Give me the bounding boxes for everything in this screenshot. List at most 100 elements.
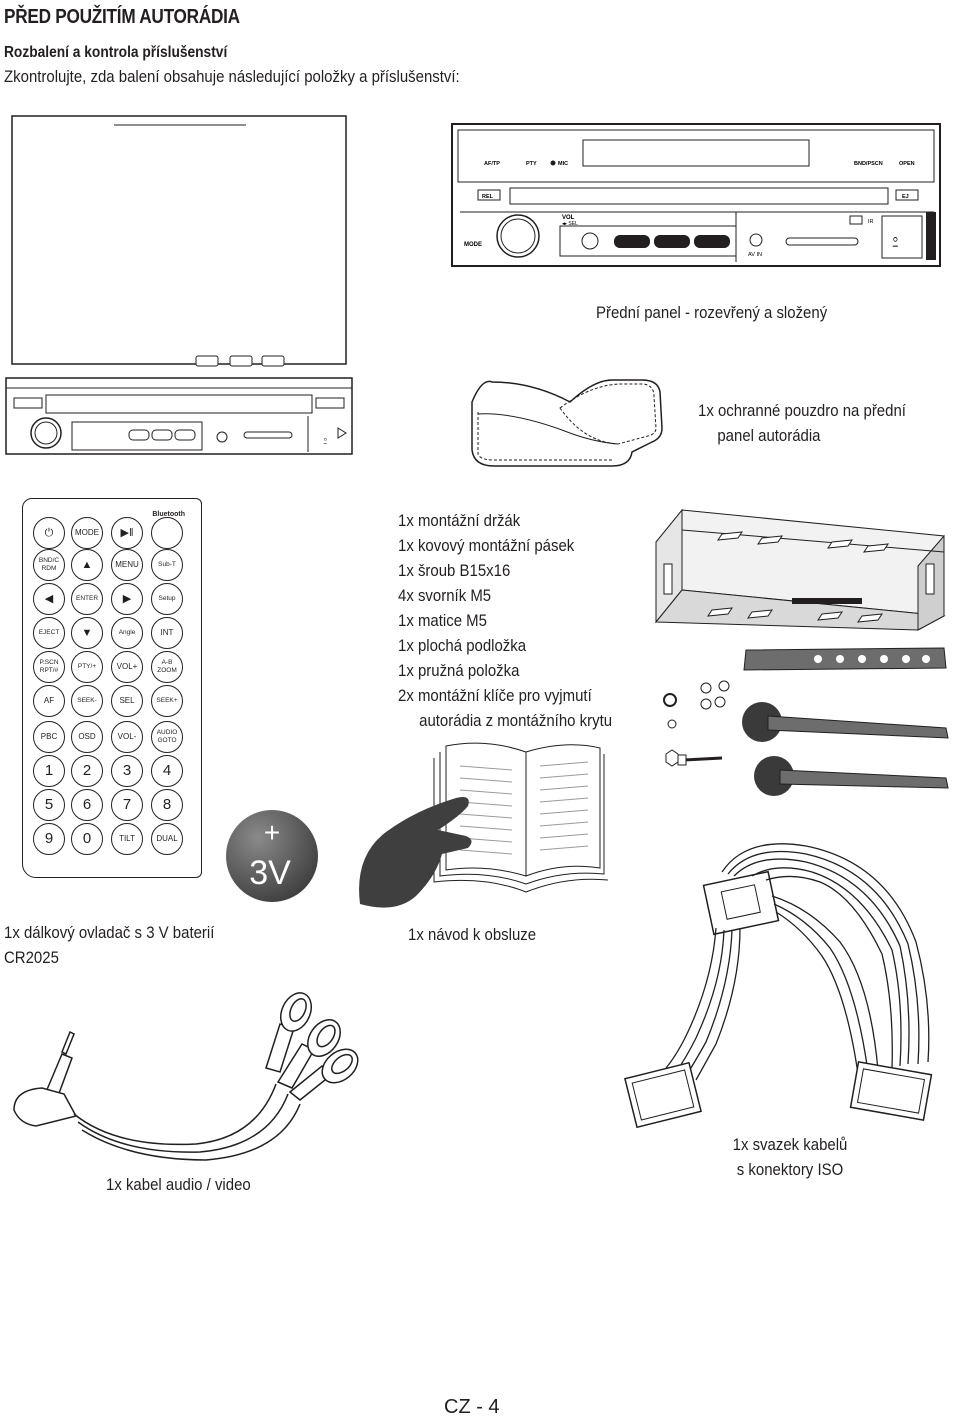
remote-key[interactable]: AF	[33, 685, 65, 717]
remote-key-label: SEEK-	[77, 697, 97, 704]
remote-key-label: MENU	[115, 560, 139, 569]
front-panel-open-illustration: ⍛	[5, 115, 353, 455]
remote-caption: 1x dálkový ovladač s 3 V baterií CR2025	[4, 920, 214, 970]
remote-key[interactable]: SEEK-	[71, 685, 103, 717]
remote-key[interactable]	[151, 517, 183, 549]
remote-key-label: AUDIO GOTO	[156, 729, 178, 744]
iso-caption-line-1: 1x svazek kabelů	[732, 1135, 848, 1154]
remote-key-label: INT	[160, 628, 174, 637]
remote-key[interactable]: 6	[71, 789, 103, 821]
remote-key-label: 8	[162, 796, 172, 813]
mount-item: 4x svorník M5	[398, 586, 492, 605]
remote-key[interactable]: VOL-	[111, 721, 143, 753]
remote-key[interactable]: PTY/+	[71, 651, 103, 683]
remote-key-label: EJECT	[38, 629, 60, 636]
remote-key-label: AF	[43, 696, 55, 705]
remote-key[interactable]: 2	[71, 755, 103, 787]
remote-caption-line-2: CR2025	[4, 948, 59, 967]
pty-button-label: PTY	[526, 161, 537, 167]
intro-text: Zkontrolujte, zda balení obsahuje násled…	[4, 67, 460, 86]
svg-text:⍛: ⍛	[890, 228, 901, 248]
remote-key[interactable]: MODE	[71, 517, 103, 549]
remote-key[interactable]: ▶‖	[111, 517, 143, 549]
av-cable-caption: 1x kabel audio / video	[106, 1175, 251, 1194]
remote-key[interactable]: 7	[111, 789, 143, 821]
mic-label: MIC	[558, 161, 568, 167]
battery-voltage: 3V	[249, 854, 291, 892]
remote-key[interactable]: BND/C RDM	[33, 549, 65, 581]
remote-key-label: MODE	[75, 528, 99, 537]
remote-key[interactable]: MENU	[111, 549, 143, 581]
iso-harness-illustration	[624, 843, 933, 1129]
vol-label: VOL	[562, 215, 575, 221]
remote-key[interactable]: ▶	[111, 583, 143, 615]
front-panel-caption: Přední panel - rozevřený a složený	[596, 303, 828, 322]
remote-key[interactable]: TILT	[111, 823, 143, 855]
remote-key-label: SEL	[119, 696, 135, 705]
remote-key[interactable]: 3	[111, 755, 143, 787]
page-title: PŘED POUŽITÍM AUTORÁDIA	[4, 6, 240, 28]
remote-key[interactable]: EJECT	[33, 617, 65, 649]
remote-key-label: Sub-T	[158, 561, 176, 568]
remote-key[interactable]: AUDIO GOTO	[151, 721, 183, 753]
mount-item: 1x šroub B15x16	[398, 561, 511, 580]
remote-key[interactable]: ◀	[33, 583, 65, 615]
remote-key[interactable]: 4	[151, 755, 183, 787]
front-panel-folded-illustration: AF/TP PTY MIC BND/PSCN OPEN REL EJ MODE …	[451, 123, 941, 267]
rel-button-label: REL	[482, 194, 494, 200]
remote-key[interactable]: Sub-T	[151, 549, 183, 581]
remote-key-icon: ▲	[81, 559, 93, 571]
remote-key[interactable]: OSD	[71, 721, 103, 753]
ir-label: IR	[868, 219, 874, 225]
remote-key-label: PTY/+	[77, 663, 97, 670]
metal-strap-illustration	[743, 647, 947, 671]
case-caption-line-2: panel autorádia	[717, 426, 821, 445]
remote-key-label: 1	[44, 762, 54, 779]
battery-plus: +	[264, 817, 280, 848]
remote-key[interactable]: A-B ZOOM	[151, 651, 183, 683]
remote-key[interactable]: ▼	[71, 617, 103, 649]
af-tp-button-label: AF/TP	[484, 161, 500, 167]
remote-key[interactable]: VOL+	[111, 651, 143, 683]
mount-item: 1x plochá podložka	[398, 636, 527, 655]
remote-key-icon: ▶‖	[120, 527, 134, 539]
remote-key-icon: ▼	[81, 627, 93, 639]
remote-key-label: 9	[44, 830, 54, 847]
remote-key[interactable]: ▲	[71, 549, 103, 581]
protective-case-illustration	[471, 379, 663, 467]
sel-label: ◂▸ SEL	[562, 221, 578, 227]
remote-key[interactable]: SEL	[111, 685, 143, 717]
remote-key[interactable]: Angle	[111, 617, 143, 649]
case-caption-line-1: 1x ochranné pouzdro na přední	[698, 401, 906, 420]
remote-key-label: DUAL	[156, 834, 178, 843]
remote-key[interactable]: Setup	[151, 583, 183, 615]
remote-key[interactable]: INT	[151, 617, 183, 649]
remote-key-label: SEEK+	[156, 697, 178, 704]
remote-key[interactable]: PBC	[33, 721, 65, 753]
open-button-label: OPEN	[899, 161, 915, 167]
remote-key[interactable]: 0	[71, 823, 103, 855]
remote-key[interactable]: 9	[33, 823, 65, 855]
remote-key[interactable]: ENTER	[71, 583, 103, 615]
remote-key-label: 2	[82, 762, 92, 779]
mount-item: 2x montážní klíče pro vyjmutí	[398, 686, 592, 705]
remote-key[interactable]: SEEK+	[151, 685, 183, 717]
remote-key[interactable]: P.SCN RPT/#	[33, 651, 65, 683]
mount-item: 1x montážní držák	[398, 511, 521, 530]
remote-key[interactable]: DUAL	[151, 823, 183, 855]
mount-item: 1x matice M5	[398, 611, 487, 630]
remote-key-label: PBC	[40, 732, 58, 741]
page-number: CZ - 4	[444, 1396, 500, 1418]
manual-book-illustration	[359, 742, 608, 908]
svg-text:⍛: ⍛	[322, 433, 329, 445]
remote-key[interactable]: 8	[151, 789, 183, 821]
av-in-label: AV IN	[748, 252, 762, 258]
remote-key-label: P.SCN RPT/#	[39, 659, 59, 674]
remote-key-label: 0	[82, 830, 92, 847]
remote-key[interactable]: 1	[33, 755, 65, 787]
remote-key-label: Angle	[118, 629, 136, 636]
remote-key[interactable]: ⏻	[33, 517, 65, 549]
remote-key[interactable]: 5	[33, 789, 65, 821]
removal-keys-illustration	[742, 702, 949, 796]
